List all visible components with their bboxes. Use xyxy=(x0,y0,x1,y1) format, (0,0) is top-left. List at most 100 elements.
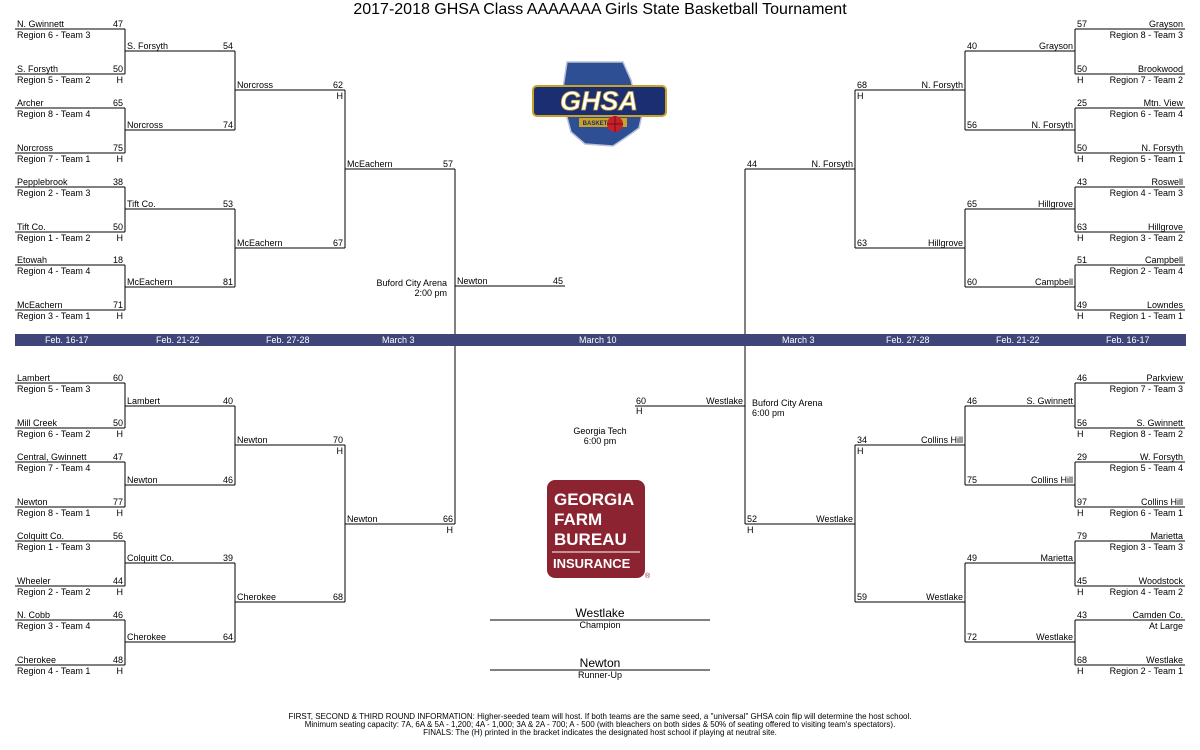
team-score: 60 xyxy=(636,396,647,406)
host-marker: H xyxy=(747,525,754,535)
team-name: Collins Hill xyxy=(1030,475,1073,485)
team-score: 51 xyxy=(1077,255,1088,265)
team-score: 60 xyxy=(967,277,978,287)
footer-note: Minimum seating capacity: 7A, 6A & 5A - … xyxy=(304,720,896,729)
team-name: Cherokee xyxy=(237,592,277,602)
team-name: Tift Co. xyxy=(127,199,156,209)
team-name: Lowndes xyxy=(1146,300,1183,310)
team-name: Colquitt Co. xyxy=(17,531,65,541)
venue-name: Buford City Arena xyxy=(752,398,823,408)
team-score: 56 xyxy=(967,120,978,130)
team-score: 56 xyxy=(112,531,123,541)
date-label: Feb. 16-17 xyxy=(1106,335,1150,345)
date-label: Feb. 16-17 xyxy=(45,335,89,345)
team-name: Brookwood xyxy=(1137,64,1183,74)
champion-label: Champion xyxy=(579,620,621,630)
team-name: Cherokee xyxy=(17,655,57,665)
ghsa-logo-subtext: BASKETBALL xyxy=(583,121,624,127)
team-score: 45 xyxy=(1077,576,1088,586)
team-name: McEachern xyxy=(17,300,63,310)
team-score: 70 xyxy=(332,435,343,445)
ghsa-logo-text: GHSA xyxy=(560,86,638,116)
team-region: Region 5 - Team 4 xyxy=(1109,463,1183,473)
dates-bar: Feb. 16-17 Feb. 21-22 Feb. 27-28 March 3… xyxy=(15,334,1186,346)
sponsor-line: GEORGIA xyxy=(554,490,634,509)
team-region: Region 4 - Team 1 xyxy=(17,666,91,676)
team-region: Region 8 - Team 2 xyxy=(1109,429,1183,439)
team-score: 48 xyxy=(112,655,123,665)
team-name: Collins Hill xyxy=(920,435,963,445)
team-name: Colquitt Co. xyxy=(127,553,175,563)
team-name: Newton xyxy=(347,514,378,524)
team-score: 81 xyxy=(222,277,233,287)
team-name: Westlake xyxy=(816,514,853,524)
team-name: S. Gwinnett xyxy=(1136,418,1183,428)
venue-time: 2:00 pm xyxy=(414,288,447,298)
team-score: 18 xyxy=(112,255,123,265)
team-region: Region 4 - Team 3 xyxy=(1109,188,1183,198)
runner-up-team: Newton xyxy=(579,656,621,670)
team-name: Grayson xyxy=(1148,19,1183,29)
host-marker: H xyxy=(1077,311,1084,321)
team-name: Norcross xyxy=(17,143,54,153)
team-name: Norcross xyxy=(127,120,164,130)
team-score: 34 xyxy=(857,435,868,445)
team-region: Region 3 - Team 1 xyxy=(17,311,91,321)
team-score: 44 xyxy=(747,159,758,169)
host-marker: H xyxy=(116,587,124,597)
team-score: 72 xyxy=(967,632,978,642)
team-name: Mill Creek xyxy=(17,418,58,428)
team-name: Collins Hill xyxy=(1140,497,1183,507)
team-score: 46 xyxy=(222,475,233,485)
team-name: Westlake xyxy=(706,396,743,406)
ghsa-logo: GHSA BASKETBALL xyxy=(532,61,667,147)
team-score: 47 xyxy=(112,452,123,462)
team-region: Region 5 - Team 1 xyxy=(1109,154,1183,164)
team-score: 60 xyxy=(112,373,123,383)
team-region: Region 2 - Team 2 xyxy=(17,587,91,597)
host-marker: H xyxy=(1077,75,1084,85)
sponsor-logo-mark: GEORGIA FARM BUREAU INSURANCE ® xyxy=(547,480,651,580)
team-score: 49 xyxy=(967,553,978,563)
team-region: Region 7 - Team 2 xyxy=(1109,75,1183,85)
team-score: 50 xyxy=(112,418,123,428)
team-score: 65 xyxy=(112,98,123,108)
team-region: Region 4 - Team 2 xyxy=(1109,587,1183,597)
host-marker: H xyxy=(446,525,454,535)
host-marker: H xyxy=(116,75,124,85)
team-name: Campbell xyxy=(1034,277,1073,287)
team-score: 50 xyxy=(1077,143,1088,153)
venue-name: Georgia Tech xyxy=(573,426,627,436)
team-region: Region 2 - Team 1 xyxy=(1109,666,1183,676)
team-region: Region 6 - Team 4 xyxy=(1109,109,1183,119)
host-marker: H xyxy=(116,233,124,243)
team-name: Woodstock xyxy=(1138,576,1183,586)
team-name: Westlake xyxy=(1036,632,1073,642)
team-region: Region 1 - Team 2 xyxy=(17,233,91,243)
team-name: Hillgrove xyxy=(927,238,963,248)
team-name: W. Forsyth xyxy=(1139,452,1183,462)
date-label: March 10 xyxy=(579,335,617,345)
footer-note: FINALS: The (H) printed in the bracket i… xyxy=(423,728,777,737)
team-score: 97 xyxy=(1077,497,1088,507)
sponsor-line: BUREAU xyxy=(554,530,627,549)
team-name: Pepplebrook xyxy=(17,177,68,187)
team-score: 74 xyxy=(222,120,233,130)
host-marker: H xyxy=(116,666,124,676)
team-score: 43 xyxy=(1077,610,1088,620)
host-marker: H xyxy=(116,429,124,439)
venue-time: 6:00 pm xyxy=(752,408,785,418)
team-name: Lambert xyxy=(127,396,161,406)
team-name: S. Forsyth xyxy=(127,41,169,51)
sponsor-bottom: INSURANCE xyxy=(553,556,631,571)
team-name: N. Cobb xyxy=(17,610,51,620)
team-region: Region 6 - Team 3 xyxy=(17,30,91,40)
team-region: Region 5 - Team 2 xyxy=(17,75,91,85)
team-name: Marietta xyxy=(1150,531,1183,541)
team-score: 56 xyxy=(1077,418,1088,428)
host-marker: H xyxy=(636,406,643,416)
host-marker: H xyxy=(116,154,124,164)
sponsor-registered-mark: ® xyxy=(645,572,651,580)
team-name: S. Gwinnett xyxy=(1026,396,1073,406)
